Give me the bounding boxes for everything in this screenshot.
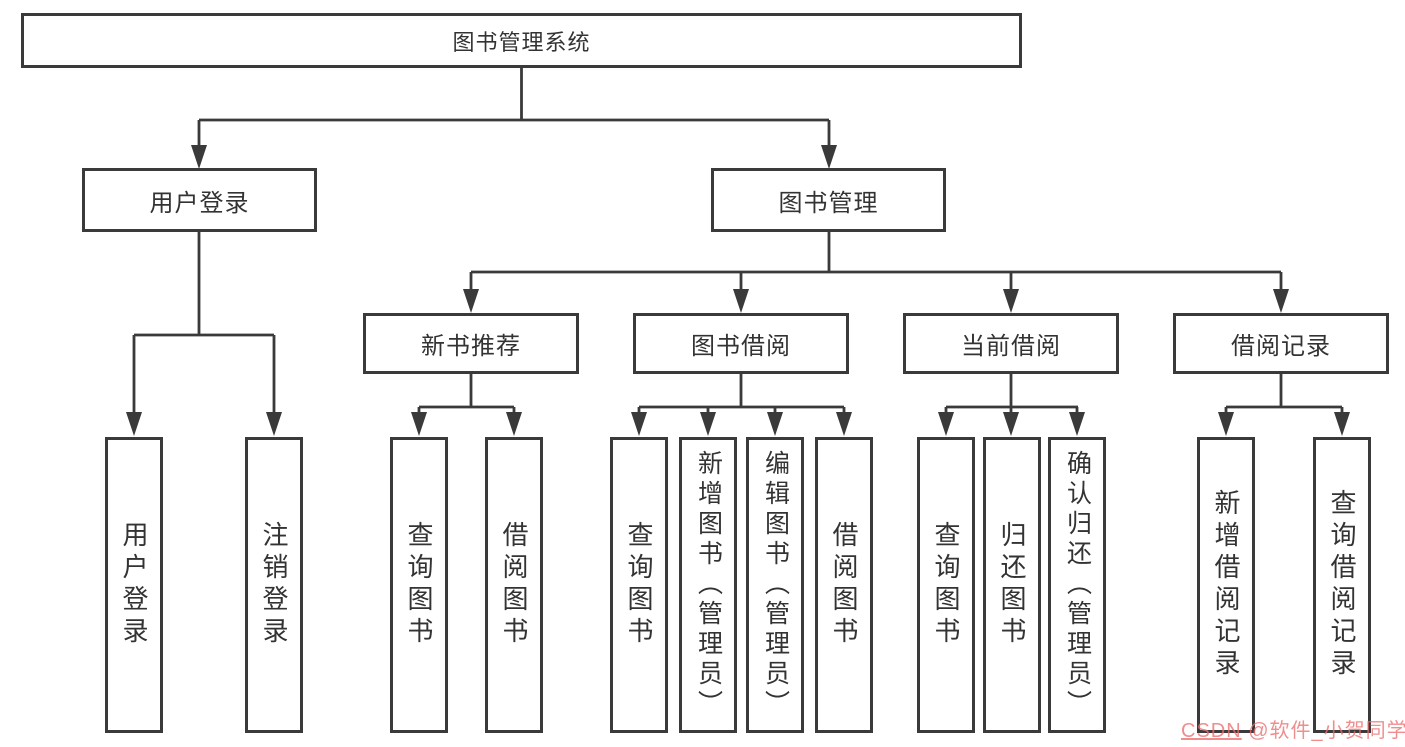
arrowhead	[836, 412, 852, 436]
connector-user-login	[132, 232, 276, 414]
node-new-book-recommendation: 新书推荐	[363, 313, 579, 374]
connector-book-management	[469, 232, 1283, 291]
arrowhead	[1069, 412, 1085, 436]
node-query-books-recommend: 查询图书	[390, 437, 448, 733]
node-user-login: 用户登录	[82, 168, 317, 232]
arrowhead	[700, 412, 716, 436]
arrowhead	[191, 145, 207, 169]
connector-book-borrow	[637, 374, 846, 414]
arrowhead	[1273, 289, 1289, 313]
node-borrow-books-borrowing: 借阅图书	[815, 437, 873, 733]
arrowhead	[938, 412, 954, 436]
arrowhead	[506, 412, 522, 436]
arrowhead	[631, 412, 647, 436]
node-add-books-admin: 新增图书（管理员）	[679, 437, 737, 733]
node-root: 图书管理系统	[21, 13, 1022, 68]
arrowhead	[411, 412, 427, 436]
arrowhead	[1334, 412, 1350, 436]
arrowhead	[821, 145, 837, 169]
node-edit-books-admin: 编辑图书（管理员）	[746, 437, 804, 733]
node-query-borrow-record: 查询借阅记录	[1313, 437, 1371, 733]
node-book-borrowing: 图书借阅	[633, 313, 849, 374]
node-logout-action: 注销登录	[245, 437, 303, 733]
node-add-borrow-record: 新增借阅记录	[1197, 437, 1255, 733]
node-return-books: 归还图书	[983, 437, 1041, 733]
csdn-watermark: CSDN @软件_小贺同学	[1181, 714, 1405, 743]
arrowhead	[463, 289, 479, 313]
node-query-books-current: 查询图书	[917, 437, 975, 733]
connector-current-borrow	[944, 374, 1079, 414]
arrowhead	[266, 412, 282, 436]
arrowhead	[733, 289, 749, 313]
connector-new-book	[417, 374, 516, 414]
arrowhead	[126, 412, 142, 436]
connector-borrow-records	[1224, 374, 1344, 414]
node-book-management: 图书管理	[711, 168, 946, 232]
node-borrowing-records: 借阅记录	[1173, 313, 1389, 374]
node-confirm-return-admin: 确认归还（管理员）	[1048, 437, 1106, 733]
node-user-login-action: 用户登录	[105, 437, 163, 733]
arrowhead	[767, 412, 783, 436]
node-query-books-borrowing: 查询图书	[610, 437, 668, 733]
connector-root	[197, 68, 831, 146]
csdn-watermark-handle: @软件_小贺同学	[1248, 720, 1405, 742]
arrowhead	[1003, 289, 1019, 313]
arrowhead	[1218, 412, 1234, 436]
arrowhead	[1003, 412, 1019, 436]
csdn-watermark-prefix: CSDN	[1181, 720, 1242, 742]
node-borrow-books-recommend: 借阅图书	[485, 437, 543, 733]
node-current-borrowing: 当前借阅	[903, 313, 1119, 374]
